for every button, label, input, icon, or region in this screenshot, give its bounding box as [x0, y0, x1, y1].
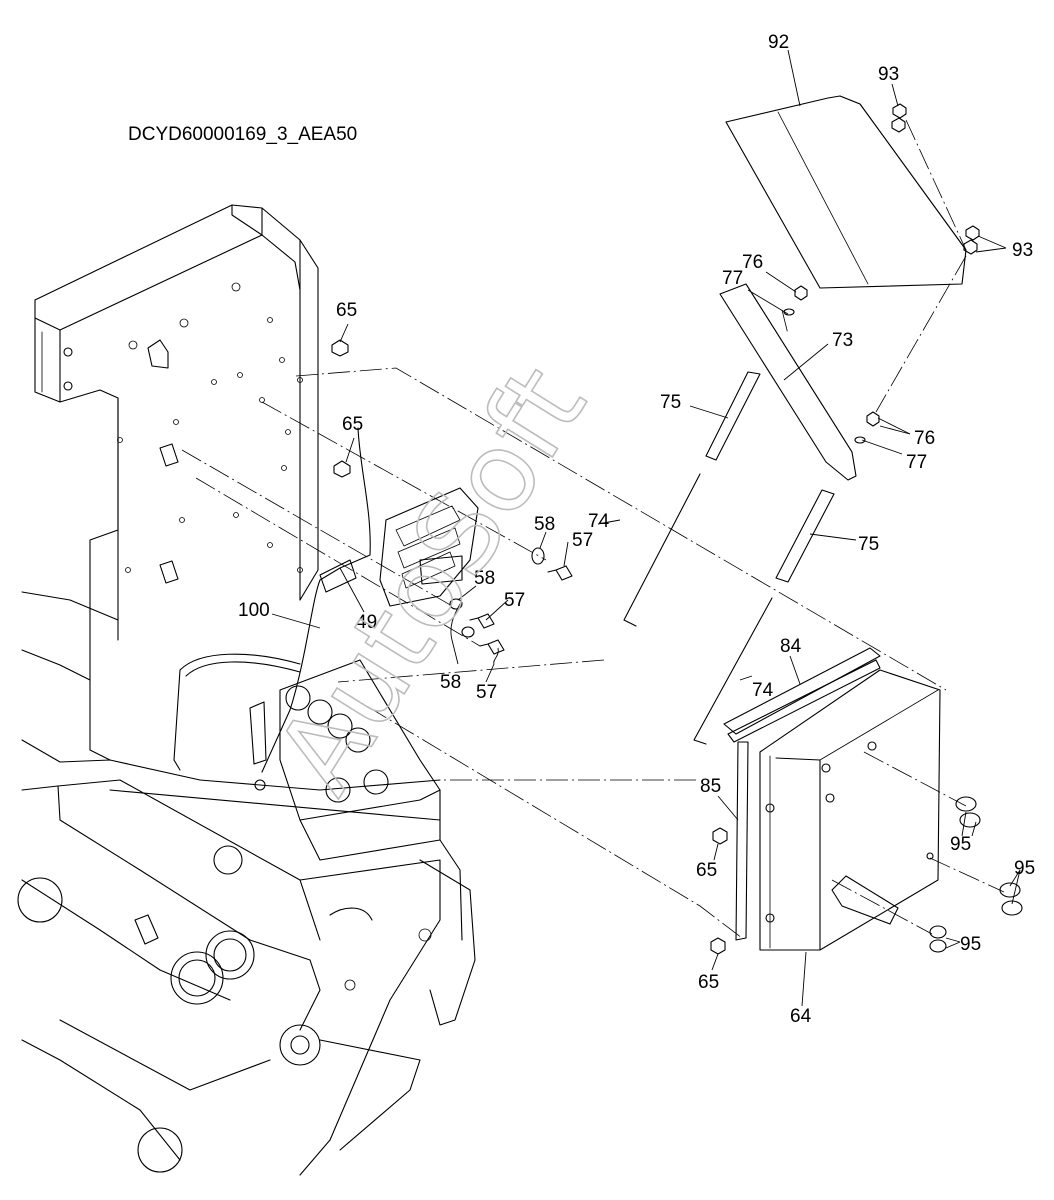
callout-label: 95	[1014, 858, 1035, 879]
callout-label: 64	[790, 1006, 812, 1027]
callout-label: 76	[914, 428, 935, 449]
callout-label: 49	[356, 612, 377, 633]
base-chassis	[17, 591, 476, 1176]
controller-bracket	[379, 487, 479, 607]
rod-74-lower	[693, 597, 773, 745]
callout-label: 92	[768, 32, 789, 53]
watermark-text: AutoSoft	[251, 345, 610, 813]
callout-label: 65	[336, 300, 357, 321]
frame-upright-plate	[34, 204, 319, 761]
seal-strip-85	[735, 741, 749, 941]
callout-label: 57	[504, 590, 525, 611]
callout-label: 95	[960, 934, 981, 955]
cover-panel-92	[725, 95, 967, 289]
callout-label: 58	[474, 568, 495, 589]
callout-label: 57	[572, 530, 593, 551]
callout-label: 65	[696, 860, 717, 881]
callout-label: 74	[588, 511, 610, 532]
callout-label: 77	[722, 268, 743, 289]
callout-label: 93	[878, 64, 899, 85]
callout-label: 100	[238, 600, 270, 621]
callout-label: 95	[950, 834, 971, 855]
bracket-73	[719, 283, 857, 481]
callout-label: 73	[832, 330, 853, 351]
callout-label: 58	[534, 514, 555, 535]
callout-label: 76	[742, 252, 763, 273]
leader-lines	[271, 49, 1021, 1007]
cover-panel-64	[759, 669, 941, 951]
rod-75-upper	[705, 371, 761, 461]
part-callouts: 92 93 93 76 77 73 76 77 75 75 65 65 58 7…	[238, 32, 1035, 1027]
drawing-code: DCYD60000169_3_AEA50	[128, 124, 357, 145]
cable-connector	[319, 559, 357, 593]
cable-harness	[261, 427, 371, 773]
rod-74-upper	[623, 473, 701, 627]
callout-label: 75	[660, 392, 681, 413]
callout-label: 58	[440, 672, 461, 693]
callout-label: 65	[342, 414, 363, 435]
rod-75-lower	[775, 489, 835, 583]
callout-label: 57	[476, 682, 497, 703]
callout-label: 65	[698, 972, 719, 993]
valve-block	[173, 653, 441, 861]
seal-strip-84	[723, 647, 881, 743]
callout-label: 85	[700, 776, 721, 797]
callout-label: 84	[780, 636, 802, 657]
callout-label: 75	[858, 534, 879, 555]
callout-label: 77	[906, 452, 927, 473]
alignment-chain-lines	[181, 119, 1005, 939]
callout-label: 74	[752, 680, 774, 701]
callout-label: 93	[1012, 240, 1033, 261]
